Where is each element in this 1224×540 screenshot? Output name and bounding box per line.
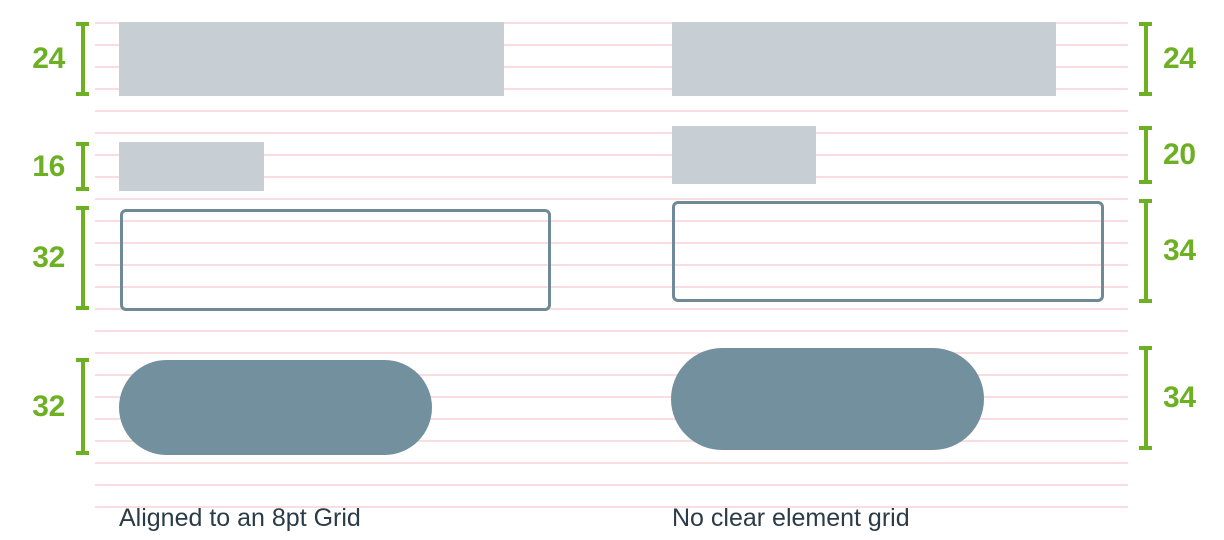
measure-value: 32 (32, 389, 65, 423)
shape-row-1-left (119, 22, 504, 96)
measure-row-3-right: 34 (1139, 199, 1207, 303)
measure-row-2-left: 16 (21, 142, 89, 191)
shape-row-4-right (671, 348, 984, 450)
measure-bracket-icon (76, 22, 89, 96)
measure-row-2-right: 20 (1139, 126, 1207, 184)
shape-row-1-right (672, 22, 1056, 96)
measure-value: 16 (32, 149, 65, 183)
measure-bracket-icon (76, 142, 89, 191)
caption-aligned: Aligned to an 8pt Grid (119, 504, 361, 532)
caption-unaligned: No clear element grid (672, 504, 910, 532)
measure-value: 32 (32, 241, 65, 274)
measure-row-3-left: 32 (21, 206, 89, 310)
measure-row-1-right: 24 (1139, 22, 1207, 96)
measure-row-4-right: 34 (1139, 346, 1207, 450)
measure-row-1-left: 24 (21, 22, 89, 96)
measure-bracket-icon (1139, 126, 1152, 184)
measure-value: 24 (32, 42, 65, 75)
measure-bracket-icon (76, 358, 89, 455)
measure-bracket-icon (1139, 22, 1152, 96)
shape-row-2-right (672, 126, 816, 184)
measure-value: 20 (1163, 138, 1196, 171)
measure-bracket-icon (76, 206, 89, 310)
measure-bracket-icon (1139, 346, 1152, 450)
shape-row-2-left (119, 142, 264, 191)
shape-row-4-left (119, 360, 432, 455)
measure-bracket-icon (1139, 199, 1152, 303)
measure-row-4-left: 32 (21, 358, 89, 455)
shape-row-3-left (120, 209, 551, 311)
measure-value: 34 (1163, 381, 1196, 414)
measure-value: 24 (1163, 42, 1196, 75)
shape-row-3-right (672, 201, 1104, 302)
measure-value: 34 (1163, 234, 1196, 267)
